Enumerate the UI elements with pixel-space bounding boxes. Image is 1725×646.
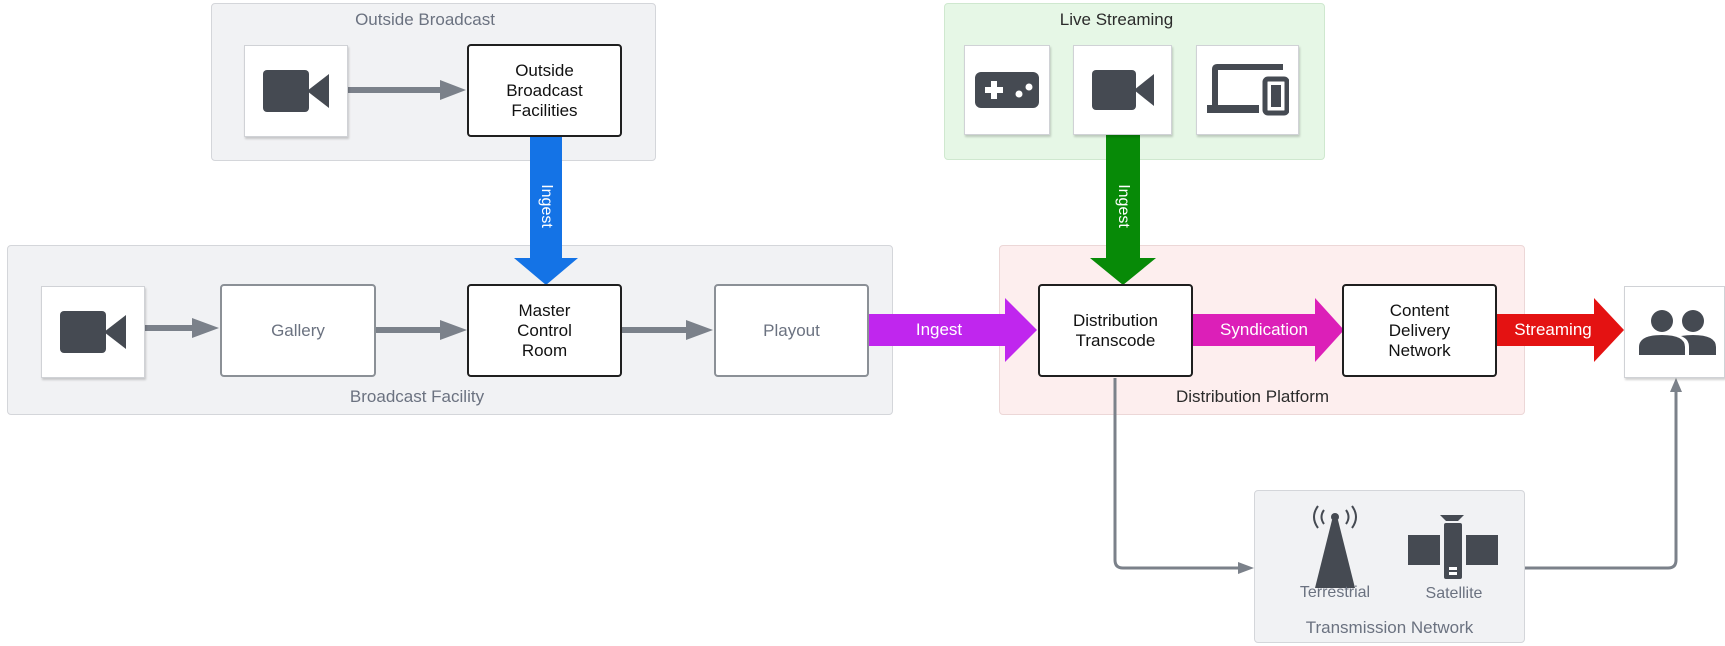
gallery-node: Gallery xyxy=(220,284,376,377)
playout-ingest-label: Ingest xyxy=(915,320,963,339)
live-camera-card xyxy=(1073,45,1172,135)
live-streaming-label: Live Streaming xyxy=(1059,10,1174,29)
live-gamepad-card xyxy=(964,45,1050,135)
live-ingest-arrow xyxy=(1090,134,1156,285)
devices-icon xyxy=(1206,64,1289,116)
ob-facilities-label: Outside Broadcast Facilities xyxy=(506,60,583,120)
ob-ingest-label: Ingest xyxy=(538,184,555,228)
ob-facilities-node: Outside Broadcast Facilities xyxy=(467,44,622,137)
transmission-to-audience-connector xyxy=(1525,392,1678,570)
antenna-icon xyxy=(1313,505,1357,588)
satellite-icon xyxy=(1408,515,1498,579)
bf-camera-to-gallery-arrowhead xyxy=(192,318,219,338)
satellite-label: Satellite xyxy=(1425,585,1483,602)
streaming-label: Streaming xyxy=(1514,320,1592,339)
cdn-node: Content Delivery Network xyxy=(1342,284,1497,377)
bf-camera-card xyxy=(41,286,145,378)
gallery-label: Gallery xyxy=(271,320,325,340)
ob-ingest-arrow xyxy=(514,137,578,285)
gallery-to-mcr-arrowhead xyxy=(440,320,467,340)
transcode-to-transmission-arrowhead xyxy=(1238,562,1254,574)
users-icon xyxy=(1639,310,1716,355)
video-camera-icon xyxy=(263,70,329,112)
video-camera-icon xyxy=(1091,70,1154,110)
syndication-arrow xyxy=(1192,298,1344,362)
ob-camera-to-facilities-arrowhead xyxy=(440,80,466,100)
playout-label: Playout xyxy=(763,320,820,340)
transmission-to-audience-arrowhead xyxy=(1670,378,1682,392)
ob-camera-card xyxy=(244,45,348,137)
transmission-network-group xyxy=(1254,490,1525,643)
video-camera-icon xyxy=(60,311,126,353)
cdn-label: Content Delivery Network xyxy=(1388,300,1451,360)
mcr-to-playout-arrowhead xyxy=(686,320,713,340)
master-control-room-node: Master Control Room xyxy=(467,284,622,377)
distribution-transcode-node: Distribution Transcode xyxy=(1038,284,1193,377)
playout-node: Playout xyxy=(714,284,869,377)
broadcast-facility-label: Broadcast Facility xyxy=(349,387,485,406)
streaming-arrow xyxy=(1496,298,1624,362)
terrestrial-label: Terrestrial xyxy=(1299,584,1371,601)
live-ingest-label: Ingest xyxy=(1115,184,1132,228)
distribution-platform-label: Distribution Platform xyxy=(1175,387,1330,406)
syndication-label: Syndication xyxy=(1220,320,1308,339)
playout-ingest-arrow xyxy=(868,298,1037,362)
distribution-transcode-label: Distribution Transcode xyxy=(1072,310,1159,350)
live-devices-card xyxy=(1196,45,1299,135)
transcode-to-transmission-connector xyxy=(1113,378,1242,570)
outside-broadcast-label: Outside Broadcast xyxy=(355,10,495,29)
transmission-network-label: Transmission Network xyxy=(1305,618,1474,637)
audience-card xyxy=(1624,286,1725,378)
gamepad-icon xyxy=(975,72,1039,108)
master-control-room-label: Master Control Room xyxy=(517,300,572,360)
